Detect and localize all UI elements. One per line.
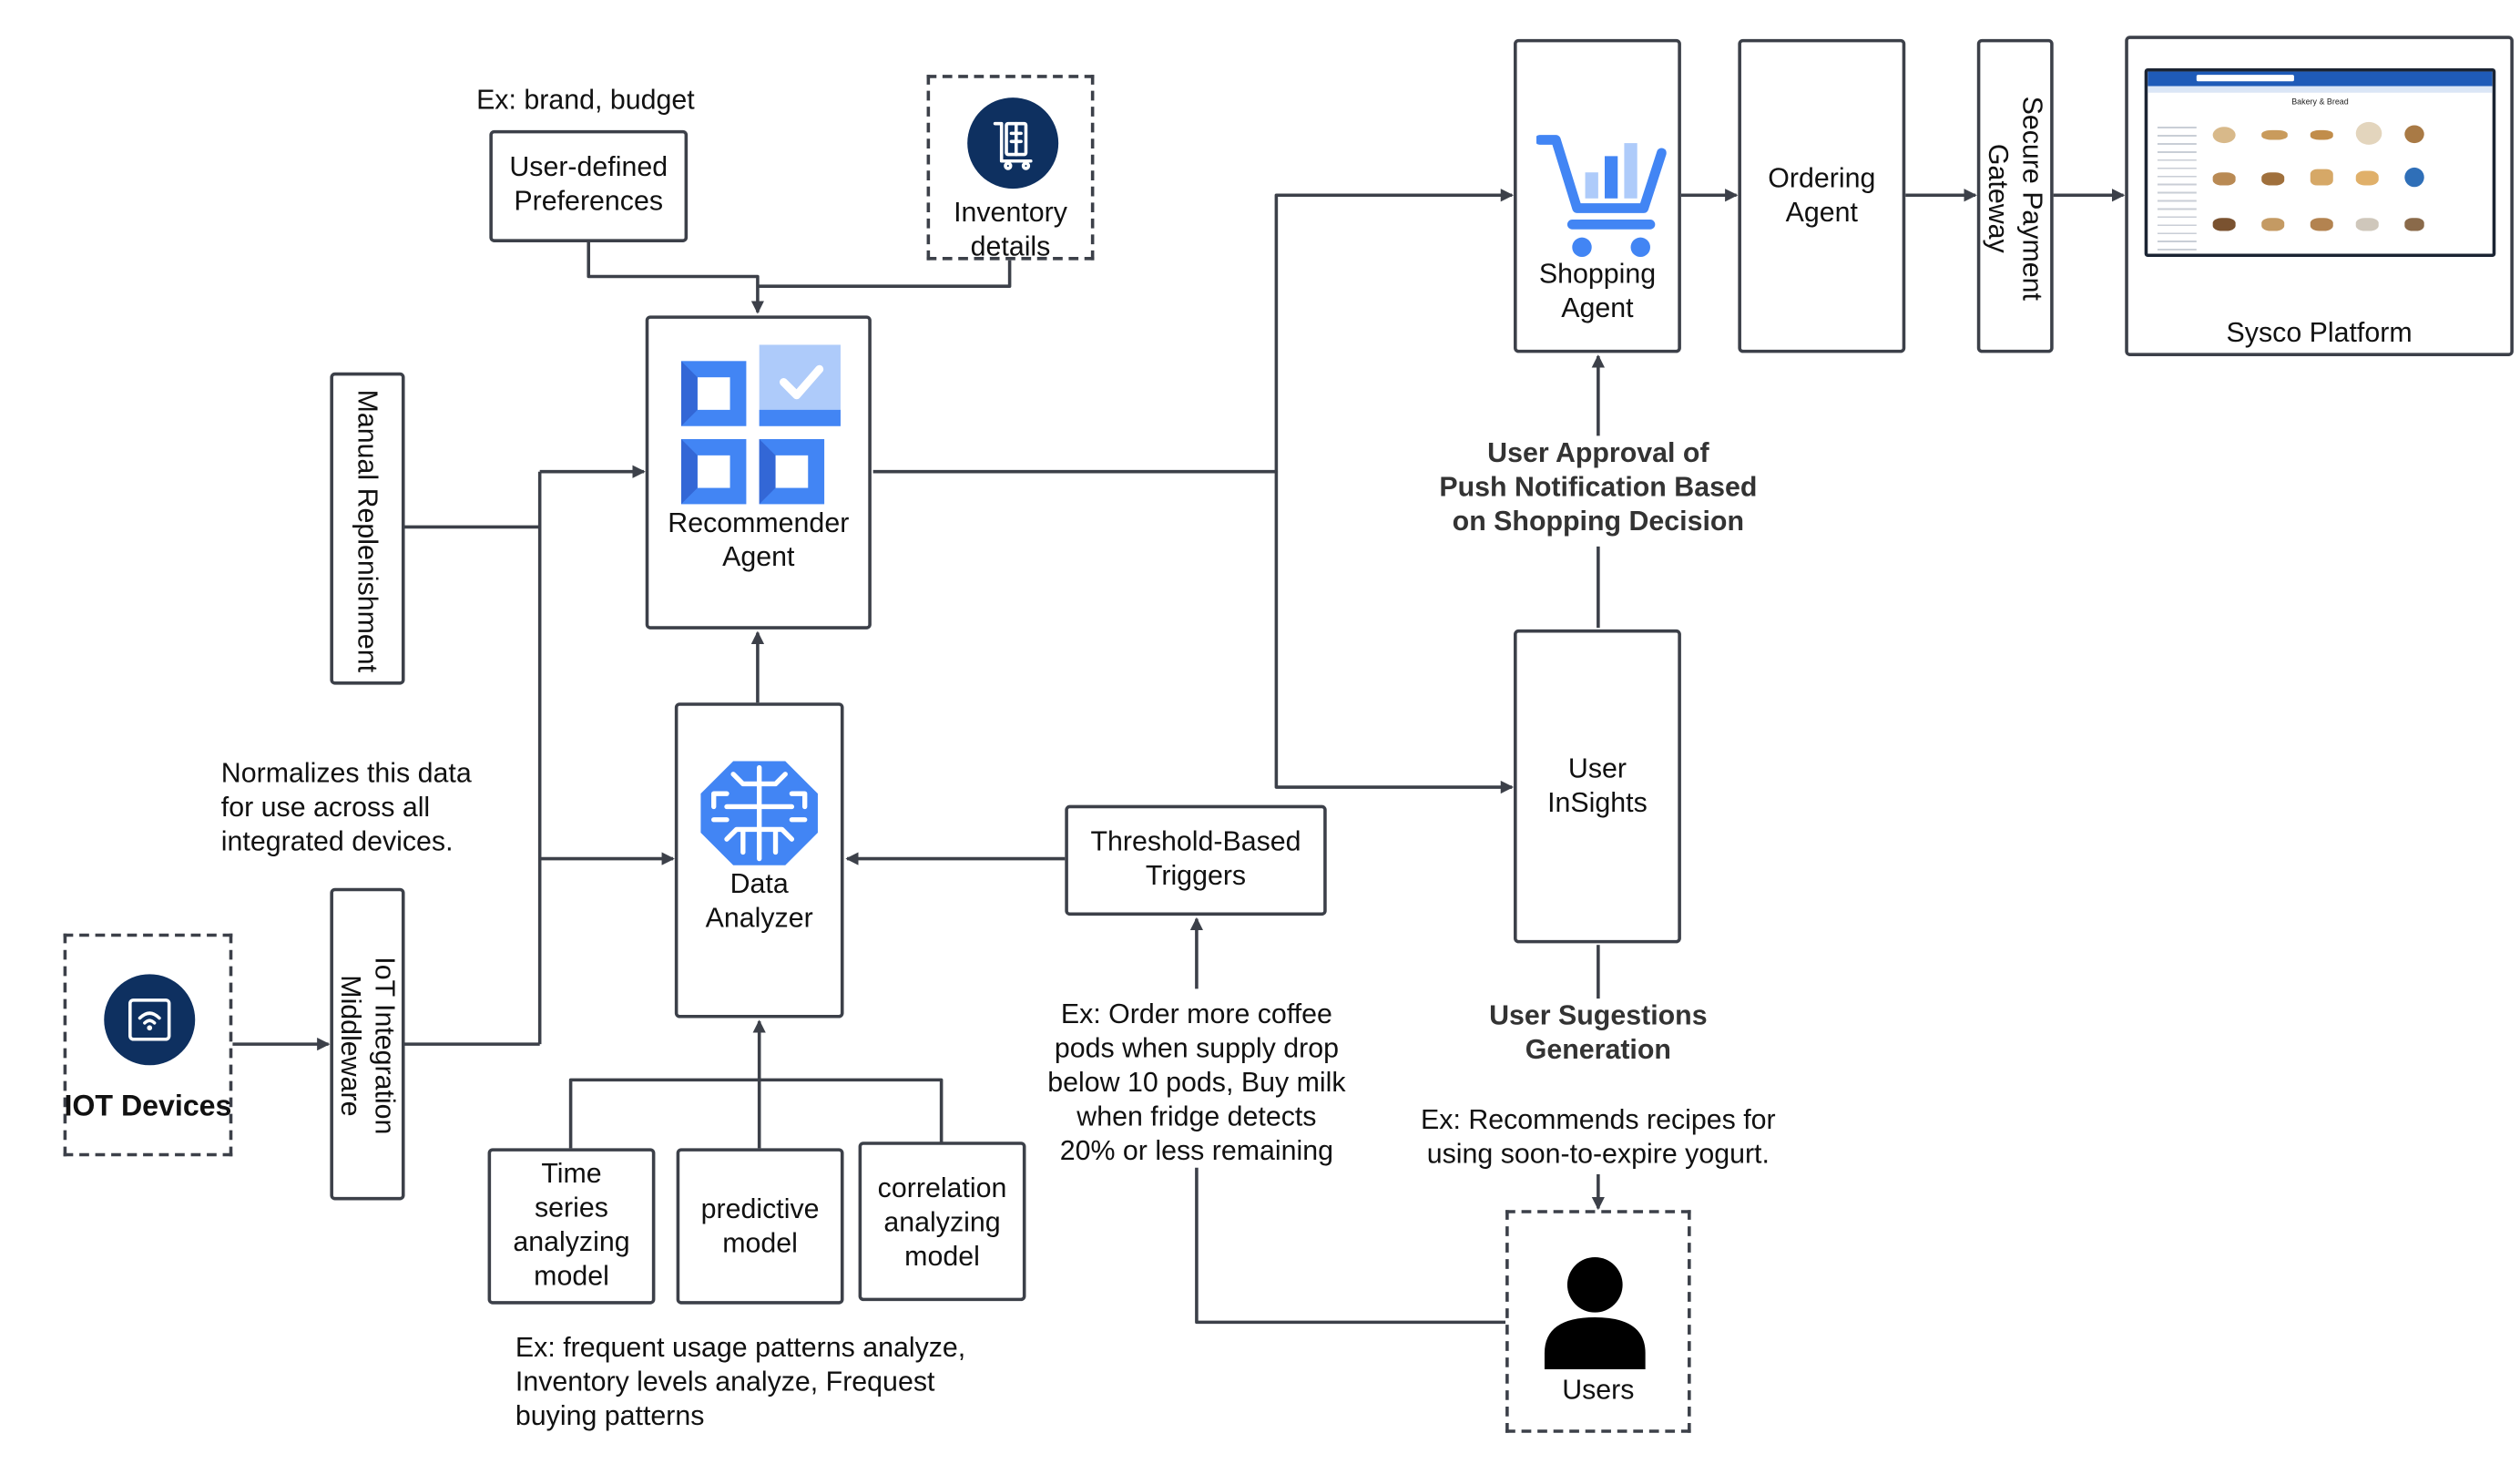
payment-gateway-box[interactable]: Secure Payment Gateway bbox=[1976, 38, 2054, 353]
edge-recommender-to-shopping bbox=[872, 189, 1515, 474]
edge-prefs-to-recommender bbox=[587, 241, 765, 314]
shopping-cart-icon bbox=[1536, 135, 1667, 258]
note-usage-patterns: Ex: frequent usage patterns analyze, Inv… bbox=[515, 1332, 966, 1431]
user-preferences-label: User-defined Preferences bbox=[509, 151, 668, 217]
inventory-details-label: Inventory details bbox=[954, 197, 1067, 262]
manual-replenishment-label: Manual Replenishment bbox=[352, 389, 383, 673]
correlation-model-box[interactable]: correlation analyzing model bbox=[858, 1142, 1026, 1302]
cart-device-icon bbox=[967, 97, 1059, 189]
payment-gateway-label: Secure Payment Gateway bbox=[1983, 96, 2048, 301]
note-user-approval: User Approval of Push Notification Based… bbox=[1439, 437, 1758, 537]
note-coffee-example: Ex: Order more coffee pods when supply d… bbox=[1047, 998, 1346, 1166]
shopping-agent-label: Shopping Agent bbox=[1538, 258, 1657, 324]
predictive-model-box[interactable]: predictive model bbox=[676, 1148, 844, 1305]
screenshot-product-grid bbox=[2207, 118, 2493, 254]
shopping-agent-box[interactable]: Shopping Agent bbox=[1514, 38, 1681, 353]
edge-inventory-to-recommender bbox=[757, 260, 1012, 288]
user-person-icon bbox=[1544, 1256, 1646, 1370]
iot-devices-label: IOT Devices bbox=[64, 1090, 232, 1122]
inventory-details-box[interactable]: Inventory details bbox=[926, 75, 1095, 262]
iot-middleware-box[interactable]: IoT Integration Middleware bbox=[330, 887, 405, 1201]
sysco-screenshot: Bakery & Bread bbox=[2144, 67, 2496, 258]
note-normalizes: Normalizes this data for use across all … bbox=[220, 757, 472, 857]
screenshot-filter-sidebar bbox=[2157, 120, 2197, 251]
edge-users-to-threshold bbox=[1197, 919, 1506, 1325]
data-analyzer-box[interactable]: Data Analyzer bbox=[674, 702, 844, 1019]
manual-replenishment-box[interactable]: Manual Replenishment bbox=[330, 372, 405, 685]
note-recipes-example: Ex: Recommends recipes for using soon-to… bbox=[1421, 1104, 1776, 1170]
sysco-platform-label: Sysco Platform bbox=[2226, 317, 2413, 349]
screenshot-heading: Bakery & Bread bbox=[2291, 97, 2349, 107]
threshold-triggers-box[interactable]: Threshold-Based Triggers bbox=[1065, 804, 1327, 916]
correlation-model-label: correlation analyzing model bbox=[877, 1172, 1007, 1273]
ordering-agent-label: Ordering Agent bbox=[1768, 162, 1876, 228]
user-insights-label: User InSights bbox=[1547, 752, 1648, 818]
note-user-suggestions: User Sugestions Generation bbox=[1489, 999, 1708, 1066]
user-insights-box[interactable]: User InSights bbox=[1514, 629, 1681, 944]
ordering-agent-box[interactable]: Ordering Agent bbox=[1738, 38, 1906, 353]
edge-recommender-to-insights bbox=[1274, 471, 1515, 794]
note-brand-budget: Ex: brand, budget bbox=[476, 84, 695, 116]
time-series-model-box[interactable]: Time series analyzing model bbox=[487, 1148, 656, 1305]
wifi-device-icon bbox=[104, 974, 196, 1066]
users-box[interactable]: Users bbox=[1505, 1210, 1691, 1433]
iot-devices-box[interactable]: IOT Devices bbox=[63, 933, 233, 1157]
recommender-agent-box[interactable]: Recommender Agent bbox=[645, 315, 872, 630]
recommender-grid-icon bbox=[680, 344, 841, 505]
sysco-platform-box[interactable]: Bakery & Bread Sysco Platform bbox=[2125, 36, 2514, 356]
time-series-model-label: Time series analyzing model bbox=[513, 1158, 630, 1292]
user-preferences-box[interactable]: User-defined Preferences bbox=[489, 129, 689, 242]
brain-icon bbox=[700, 761, 818, 865]
threshold-triggers-label: Threshold-Based Triggers bbox=[1090, 825, 1301, 892]
screenshot-nav-bar bbox=[2148, 86, 2493, 93]
iot-middleware-label: IoT Integration Middleware bbox=[334, 957, 401, 1135]
edge-models-to-analyzer bbox=[568, 1021, 944, 1149]
users-label: Users bbox=[1562, 1374, 1635, 1406]
recommender-agent-label: Recommender Agent bbox=[668, 507, 850, 573]
data-analyzer-label: Data Analyzer bbox=[705, 868, 813, 934]
screenshot-search-bar bbox=[2196, 75, 2294, 82]
predictive-model-label: predictive model bbox=[700, 1193, 820, 1259]
